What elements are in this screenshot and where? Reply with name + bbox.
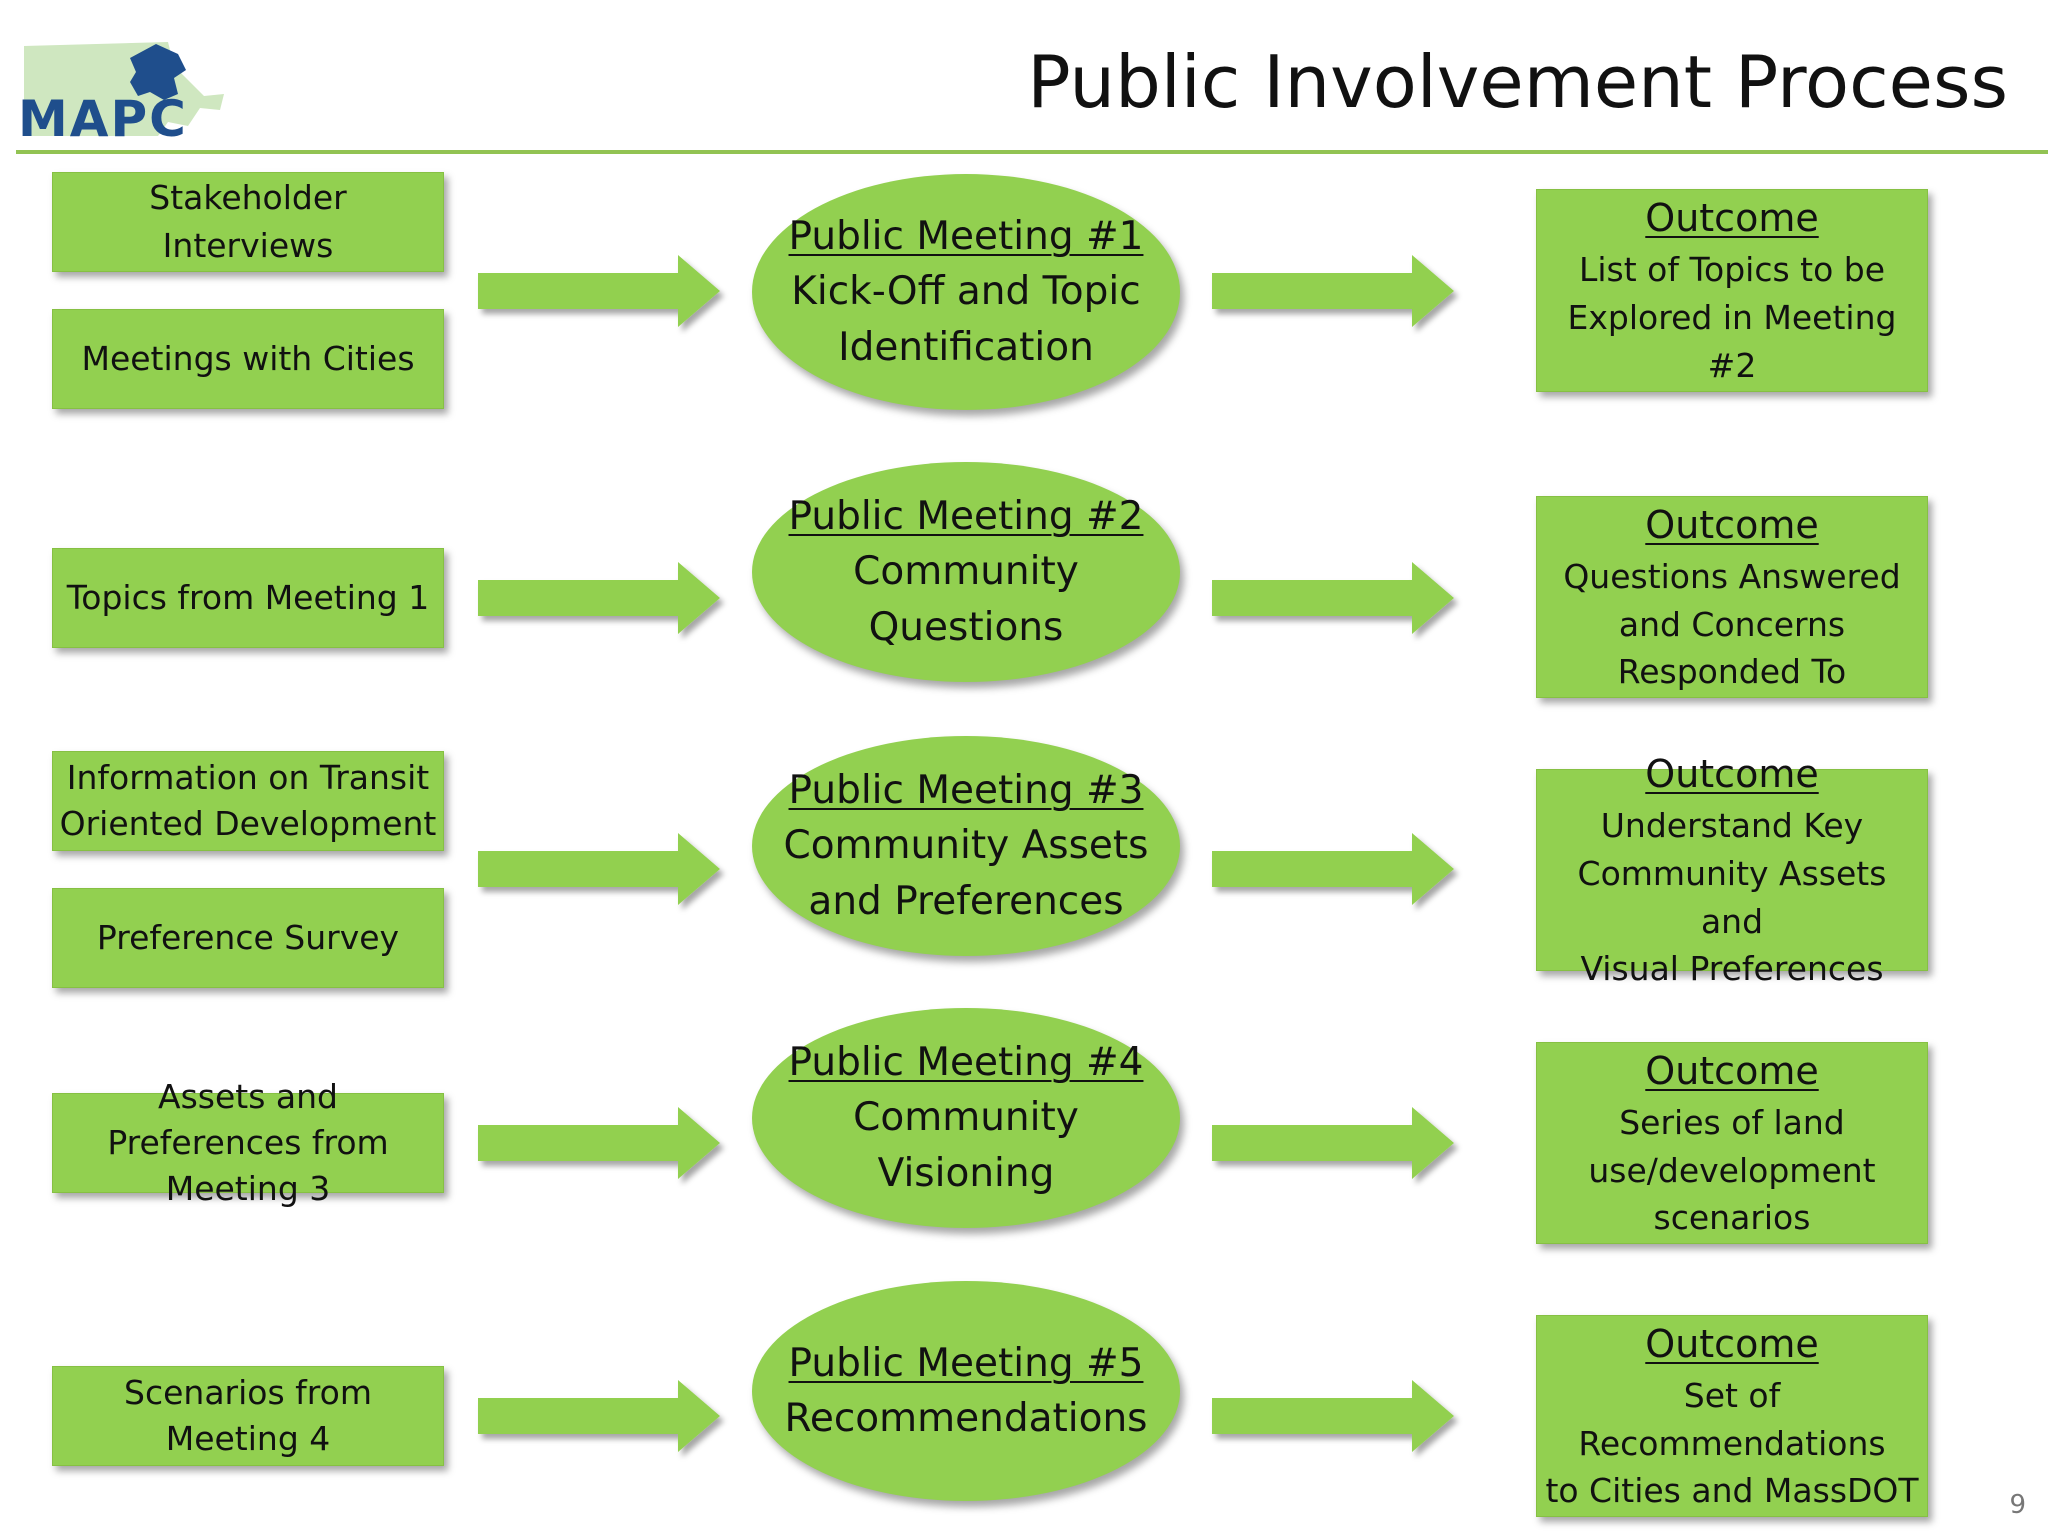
input-box-stakeholder-interviews: Stakeholder Interviews [52, 172, 444, 272]
outcome-box-4: Outcome Series of land use/development s… [1536, 1042, 1928, 1244]
outcome-box-5: Outcome Set of Recommendations to Cities… [1536, 1315, 1928, 1517]
massachusetts-map-icon [24, 42, 224, 136]
outcome-line: scenarios [1653, 1198, 1811, 1238]
logo-text: MAPC [18, 90, 188, 148]
input-label: Information on Transit Oriented Developm… [59, 757, 437, 843]
outcome-box-2: Outcome Questions Answered and Concerns … [1536, 496, 1928, 698]
outcome-line: Series of land [1619, 1102, 1845, 1142]
input-label: Scenarios from Meeting 4 [124, 1372, 372, 1458]
outcome-line: Responded To [1617, 652, 1847, 692]
flow-arrow [1212, 1380, 1456, 1452]
outcome-line: and Concerns [1618, 604, 1846, 644]
input-label: Preference Survey [96, 918, 400, 958]
meeting-ellipse-5: Public Meeting #5 Recommendations [752, 1281, 1180, 1501]
meeting-line: and Preferences [808, 878, 1124, 924]
outcome-line: Community Assets and [1577, 853, 1887, 941]
meeting-line: Identification [838, 324, 1094, 370]
mapc-logo: MAPC [18, 36, 228, 148]
input-label: Topics from Meeting 1 [66, 578, 430, 618]
input-box-scenarios-from-meeting-4: Scenarios from Meeting 4 [52, 1366, 444, 1466]
input-box-preference-survey: Preference Survey [52, 888, 444, 988]
meeting-heading: Public Meeting #5 [788, 1340, 1144, 1386]
outcome-heading: Outcome [1645, 751, 1819, 796]
outcome-line: use/development [1588, 1150, 1876, 1190]
meeting-heading: Public Meeting #4 [788, 1039, 1144, 1085]
flow-arrow [478, 1380, 722, 1452]
outcome-line: Understand Key [1600, 805, 1864, 845]
meeting-line: Community Visioning [853, 1095, 1079, 1196]
meeting-heading: Public Meeting #2 [788, 493, 1144, 539]
meeting-heading: Public Meeting #1 [788, 213, 1144, 259]
input-label: Meetings with Cities [81, 339, 415, 379]
input-box-assets-and-preferences: Assets and Preferences from Meeting 3 [52, 1077, 444, 1208]
page-number: 9 [2009, 1490, 2026, 1520]
meeting-line: Recommendations [784, 1396, 1148, 1441]
input-box-transit-oriented-development: Information on Transit Oriented Developm… [52, 751, 444, 851]
outcome-line: to Cities and MassDOT [1545, 1471, 1919, 1511]
meeting-heading: Public Meeting #3 [788, 767, 1144, 813]
outcome-line: Questions Answered [1563, 556, 1901, 596]
flow-arrow [1212, 833, 1456, 905]
meeting-ellipse-2: Public Meeting #2 Community Questions [752, 462, 1180, 682]
meeting-ellipse-1: Public Meeting #1 Kick-Off and Topic Ide… [752, 174, 1180, 410]
input-label: Stakeholder Interviews [149, 178, 347, 265]
flow-arrow [478, 562, 722, 634]
outcome-heading: Outcome [1645, 196, 1819, 241]
meeting-line: Kick-Off and Topic [791, 269, 1141, 315]
outcome-heading: Outcome [1645, 1048, 1819, 1093]
meeting-ellipse-3: Public Meeting #3 Community Assets and P… [752, 736, 1180, 956]
meeting-ellipse-4: Public Meeting #4 Community Visioning [752, 1008, 1180, 1228]
outcome-line: Visual Preferences [1580, 949, 1884, 989]
input-box-meetings-with-cities: Meetings with Cities [52, 309, 444, 409]
input-label: Assets and Preferences from Meeting 3 [107, 1076, 389, 1209]
flow-arrow [1212, 255, 1456, 327]
outcome-heading: Outcome [1645, 1321, 1819, 1366]
meeting-line: Community Questions [853, 549, 1079, 650]
outcome-line: Explored in Meeting #2 [1567, 298, 1897, 385]
outcome-line: List of Topics to be [1578, 250, 1886, 290]
meeting-line: Community Assets [783, 823, 1149, 869]
outcome-heading: Outcome [1645, 502, 1819, 547]
flow-arrow [478, 255, 722, 327]
page-title: Public Involvement Process [1027, 40, 2008, 124]
flow-arrow [1212, 562, 1456, 634]
flow-arrow [478, 1107, 722, 1179]
title-divider [16, 150, 2048, 154]
outcome-box-3: Outcome Understand Key Community Assets … [1536, 752, 1928, 988]
flow-arrow [1212, 1107, 1456, 1179]
outcome-line: Set of Recommendations [1578, 1375, 1886, 1463]
flow-arrow [478, 833, 722, 905]
input-box-topics-from-meeting-1: Topics from Meeting 1 [52, 548, 444, 648]
outcome-box-1: Outcome List of Topics to be Explored in… [1536, 189, 1928, 392]
